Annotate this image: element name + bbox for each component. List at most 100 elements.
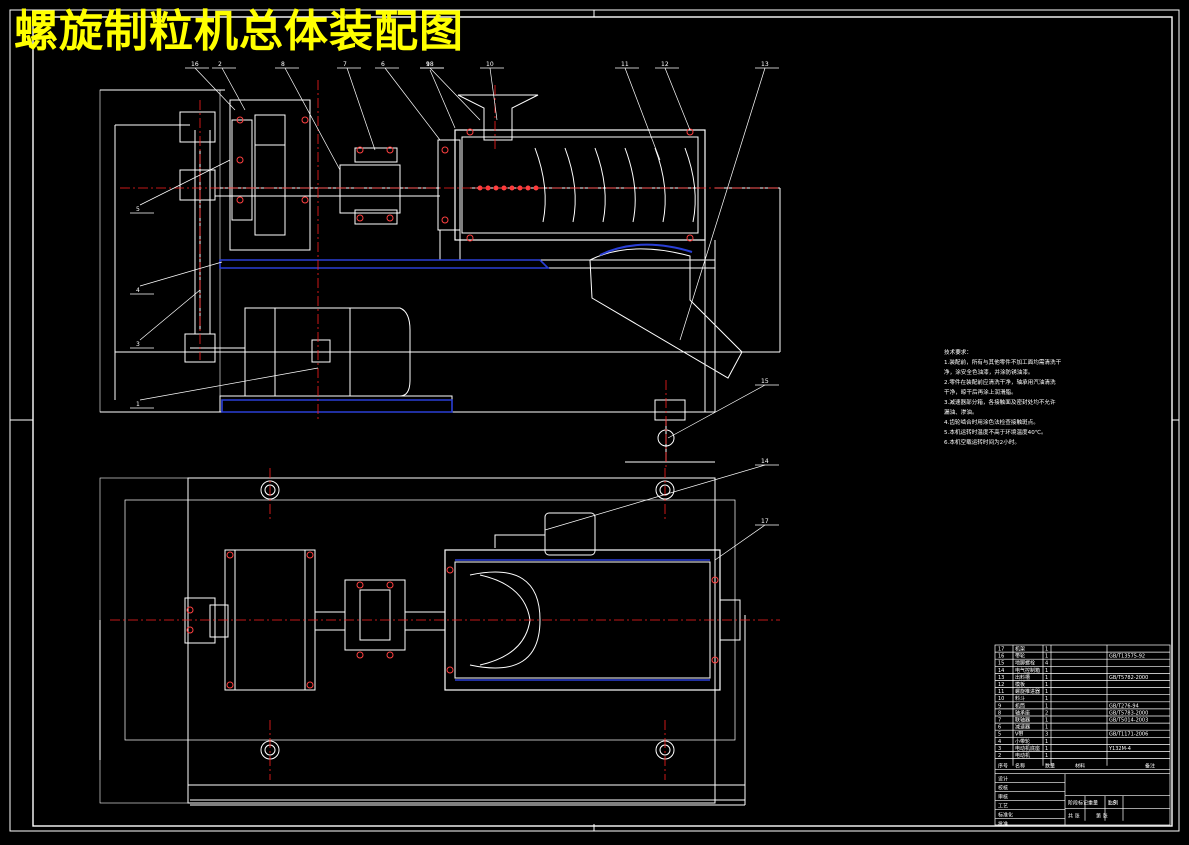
bolt-head <box>356 146 364 154</box>
tech-note: 1.装配前，所有与其他零件不加工面均需清洗干 <box>944 360 1062 366</box>
leader-line <box>139 289 201 341</box>
title-block-label: 批准 <box>998 821 1008 828</box>
pulley-hub <box>209 604 229 638</box>
leader-line <box>664 67 691 131</box>
bolt-head <box>306 681 314 689</box>
part-number-label: 16 <box>191 61 199 68</box>
bolt-head <box>356 214 364 222</box>
bom-item-qty: 1 <box>1045 739 1048 745</box>
bom-item-number: 17 <box>998 647 1004 653</box>
bom-item-name: 电动机 <box>1015 752 1030 759</box>
part-number-label: 9 <box>426 61 430 68</box>
part-number-label: 18 <box>426 61 434 68</box>
barrel-end-flange <box>437 139 461 231</box>
leader-line <box>139 367 319 401</box>
frame-section <box>219 259 550 269</box>
bolt-head <box>441 146 449 154</box>
part-number-label: 2 <box>218 61 222 68</box>
bom-frame <box>994 644 1171 826</box>
feed-hopper <box>457 94 539 141</box>
bom-item-qty: 1 <box>1045 718 1048 724</box>
bom-item-standard: Y132M-4 <box>1108 746 1131 752</box>
title-block-label: 共 张 <box>1068 813 1080 820</box>
tech-note: 净，涂安全色油漆，并涂防锈油漆。 <box>944 370 1034 376</box>
bom-item-qty: 1 <box>1045 753 1048 759</box>
bolt-head <box>356 581 364 589</box>
leader-line <box>384 67 441 141</box>
leader-line <box>679 67 766 341</box>
bom-item-name: 轴承座 <box>1015 709 1030 716</box>
leader-line <box>221 67 246 111</box>
bom-item-name: 模板 <box>1015 681 1025 688</box>
bom-item-name: 小带轮 <box>1015 738 1030 745</box>
bom-item-number: 6 <box>998 725 1001 731</box>
screw-flight <box>684 147 696 223</box>
bom-item-standard: GB/T5014-2003 <box>1109 718 1148 724</box>
front-view-envelope <box>99 89 221 413</box>
bom-item-number: 12 <box>998 682 1004 688</box>
part-number-label: 7 <box>343 61 347 68</box>
bom-item-qty: 1 <box>1045 675 1048 681</box>
barrel-support <box>439 229 461 261</box>
title-block-label: 审核 <box>998 794 1008 801</box>
bom-header-cell: 数量 <box>1045 763 1055 770</box>
bom-item-qty: 2 <box>1045 710 1048 716</box>
bolt-head <box>236 196 244 204</box>
bom-item-qty: 4 <box>1045 661 1048 667</box>
bolt-head <box>356 651 364 659</box>
leader-line <box>624 67 661 161</box>
motor-body <box>244 307 411 397</box>
gearbox-housing <box>229 99 311 251</box>
large-pulley <box>179 111 216 143</box>
tech-note: 2.零件在装配前应清洗干净，轴承用汽油清洗 <box>944 380 1056 386</box>
bom-item-name: 减速器 <box>1015 724 1030 731</box>
sheet-inner-border <box>32 16 1173 827</box>
bolt-head <box>711 576 719 584</box>
bom-item-qty: 1 <box>1045 647 1048 653</box>
bolt-head <box>186 606 194 614</box>
gear-lower <box>254 144 286 236</box>
leader-line <box>714 524 766 561</box>
part-number-label: 11 <box>621 61 629 68</box>
leader-line <box>346 67 376 151</box>
bolt-head <box>236 156 244 164</box>
bom-item-standard: GB/T1171-2006 <box>1109 732 1148 738</box>
bom-item-qty: 3 <box>1045 732 1048 738</box>
bom-item-name: 带轮 <box>1015 653 1025 660</box>
bolt-head <box>386 214 394 222</box>
tech-note: 漏油、渗油。 <box>944 410 978 416</box>
bolt-head <box>236 116 244 124</box>
bom-header-cell: 备注 <box>1145 763 1155 770</box>
base-section <box>221 399 453 413</box>
bom-item-name: V带 <box>1015 732 1023 738</box>
tech-note: 4.齿轮啮合时用涂色法检查接触斑点。 <box>944 420 1039 426</box>
discharge-chute <box>589 248 743 379</box>
leader-line <box>194 67 236 111</box>
bolt-head <box>226 681 234 689</box>
bolt-head <box>386 581 394 589</box>
part-number-label: 13 <box>761 61 769 68</box>
part-number-label: 17 <box>761 518 769 525</box>
part-number-label: 8 <box>281 61 285 68</box>
bom-item-name: 地脚螺栓 <box>1015 660 1035 667</box>
screw-flight <box>624 147 636 223</box>
barrel-inner <box>461 136 699 234</box>
bom-item-qty: 1 <box>1045 689 1048 695</box>
bom-item-qty: 1 <box>1045 725 1048 731</box>
coupling-body <box>339 164 401 214</box>
title-block-label: 阶段标记 <box>1068 800 1088 807</box>
bom-item-qty: 1 <box>1045 696 1048 702</box>
leader-line <box>284 67 341 171</box>
bom-item-name: 出料槽 <box>1015 674 1030 681</box>
bolt-head <box>386 651 394 659</box>
bom-item-standard: GB/T276-94 <box>1109 703 1139 709</box>
bom-item-qty: 1 <box>1045 668 1048 674</box>
shaft-top-2 <box>404 611 446 631</box>
tech-notes-heading: 技术要求： <box>944 350 972 356</box>
tech-note: 5.本机运转时温度不高于环境温度40℃。 <box>944 430 1047 436</box>
control-box <box>544 512 596 556</box>
part-number-label: 1 <box>136 401 140 408</box>
coupling-flange-bottom <box>354 209 398 225</box>
control-cable <box>494 534 545 548</box>
top-view-envelope <box>99 477 716 804</box>
